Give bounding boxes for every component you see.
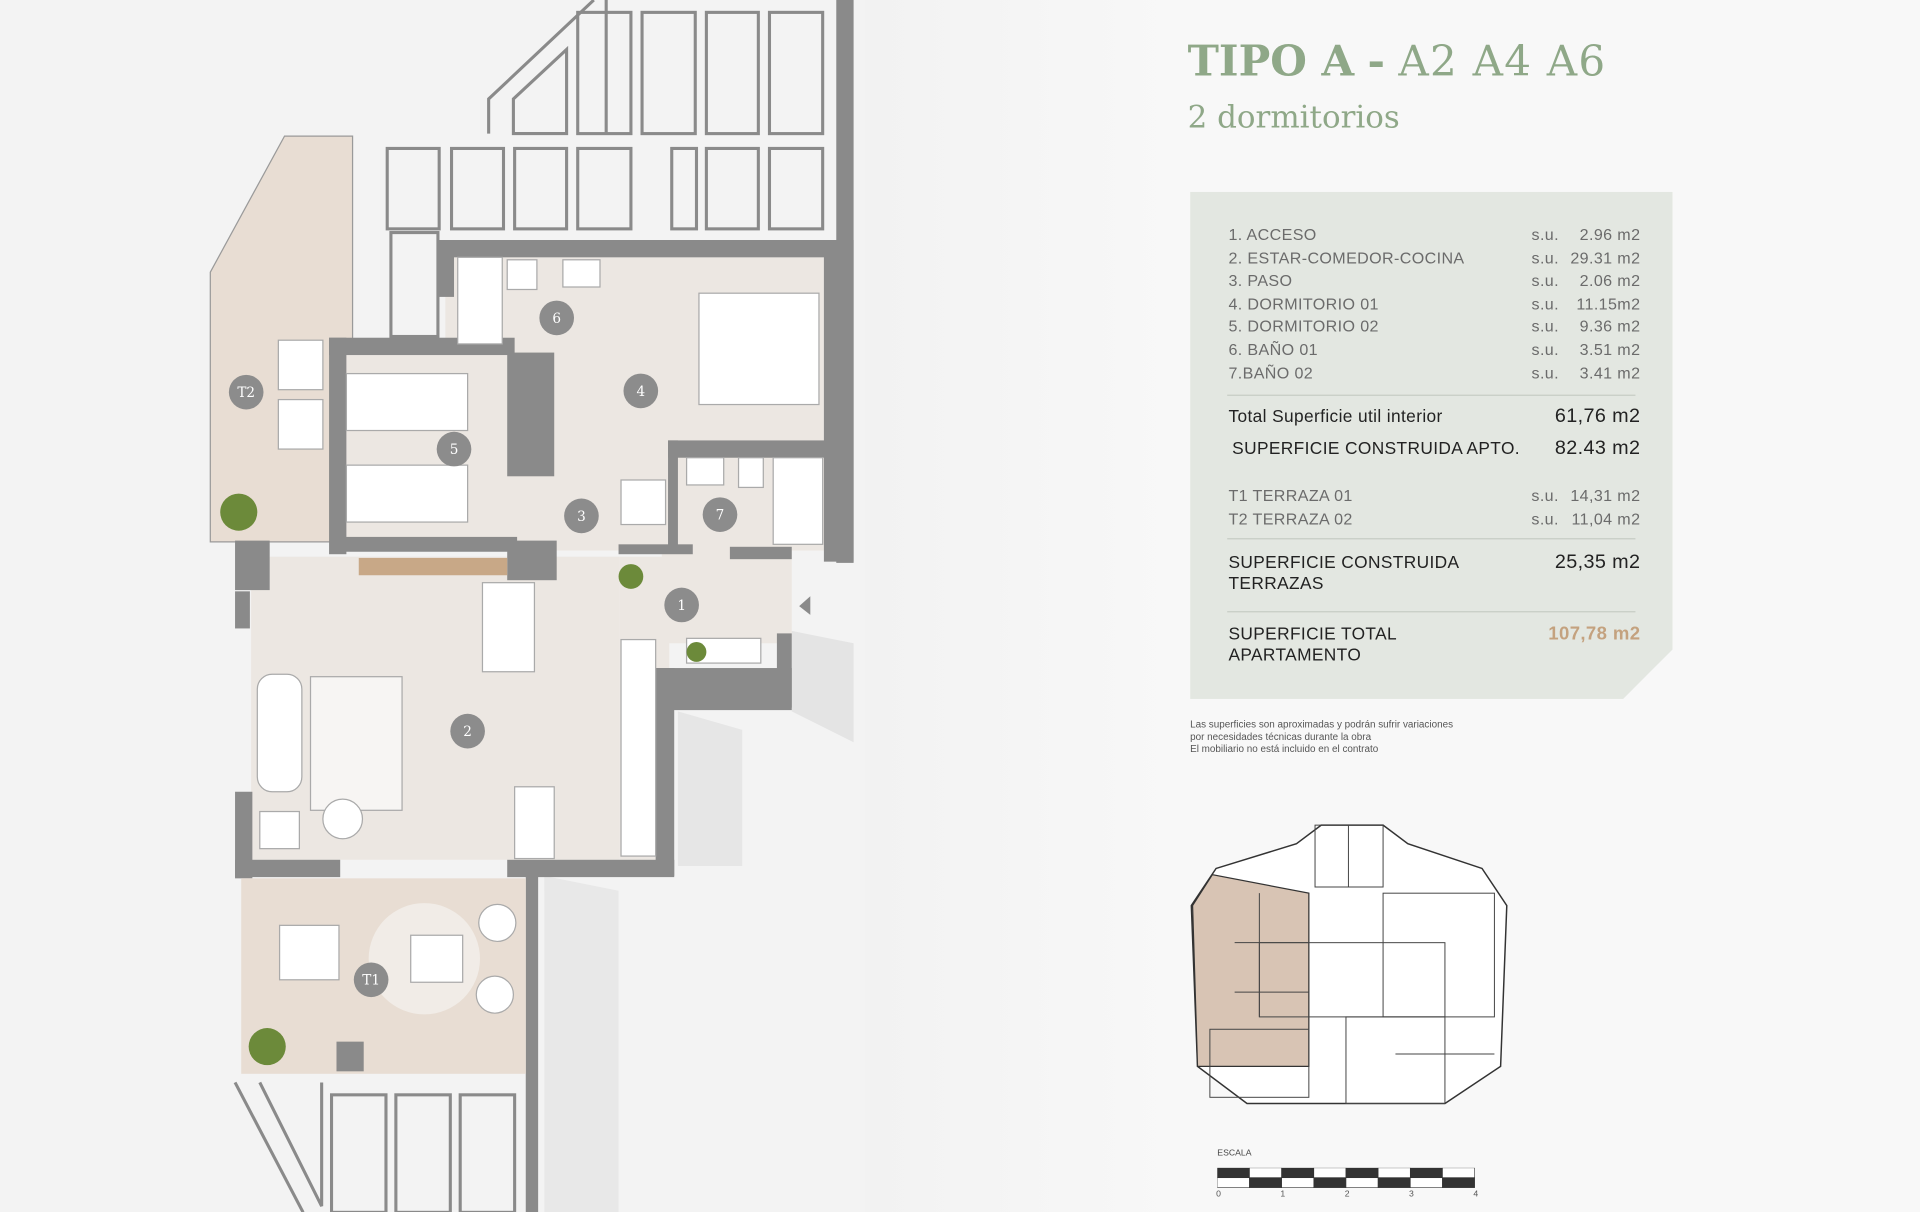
scale-segment (1442, 1167, 1475, 1179)
terrace-label: T2 TERRAZA 02 (1228, 509, 1353, 529)
scale-segment (1313, 1177, 1347, 1188)
scale-segment (1409, 1177, 1443, 1188)
room-marker-label: T2 (237, 385, 255, 401)
room-marker-label: 7 (716, 508, 725, 524)
room-label: 4. DORMITORIO 01 (1228, 294, 1379, 313)
room-marker (664, 587, 699, 623)
scale-segment (1313, 1167, 1347, 1179)
scale-segment (1217, 1177, 1250, 1188)
room-marker (539, 300, 575, 336)
room-area: s.u. 9.36 m2 (1531, 317, 1641, 336)
scale-segment (1281, 1177, 1315, 1188)
room-marker (436, 431, 472, 467)
scale-label: ESCALA (1217, 1149, 1252, 1158)
terrace-area: s.u. 11,04 m2 (1531, 509, 1641, 529)
room-marker (564, 498, 599, 534)
plan-title: TIPO A - A2 A4 A6 (1187, 37, 1607, 87)
scale-bar (1217, 1167, 1475, 1188)
room-label: 1. ACCESO (1228, 225, 1317, 244)
room-marker-label: 6 (552, 311, 561, 327)
room-marker-label: 4 (636, 384, 645, 400)
room-marker (702, 497, 738, 532)
scale-segment (1249, 1177, 1282, 1188)
furniture (256, 256, 824, 1014)
room-area: s.u. 2.06 m2 (1531, 271, 1641, 290)
room-area: s.u. 2.96 m2 (1531, 225, 1641, 244)
scale-segment (1217, 1167, 1250, 1179)
room-area: s.u. 3.41 m2 (1531, 363, 1641, 382)
scale-segment (1377, 1167, 1411, 1179)
room-label: 3. PASO (1228, 271, 1293, 290)
room-area: s.u. 3.51 m2 (1531, 340, 1641, 359)
scale-segment (1345, 1177, 1379, 1188)
room-area: s.u. 11.15m2 (1531, 294, 1641, 313)
scale-segment (1377, 1177, 1411, 1188)
room-marker (450, 713, 485, 749)
scale-segment (1345, 1167, 1379, 1179)
walls (235, 239, 854, 1212)
room-area: s.u. 29.31 m2 (1531, 248, 1641, 267)
scale-segment (1281, 1167, 1315, 1179)
floor-plan: 1 2 3 4 5 6 7T1 T2 (209, 0, 854, 1212)
scale-segment (1249, 1167, 1282, 1179)
scale-tick: 1 (1280, 1190, 1286, 1199)
scale-tick: 2 (1344, 1190, 1350, 1199)
room-marker-label: T1 (362, 973, 380, 989)
key-plan (1190, 824, 1508, 1105)
room-label: 6. BAÑO 01 (1228, 340, 1318, 359)
room-marker-label: 3 (577, 509, 586, 525)
plant-icons (220, 493, 707, 1066)
terrace-label: T1 TERRAZA 01 (1228, 486, 1353, 505)
room-marker-label: 5 (450, 442, 459, 458)
scale-tick: 4 (1473, 1190, 1479, 1199)
surface-table: 1. ACCESO s.u. 2.96 m2 2. ESTAR-COMEDOR-CO… (1190, 191, 1673, 699)
entrance-arrow-icon (799, 596, 811, 615)
room-marker-label: 1 (677, 598, 686, 614)
terrace-area: s.u. 14,31 m2 (1531, 486, 1641, 505)
scale-tick: 3 (1409, 1190, 1414, 1199)
room-marker (228, 374, 264, 410)
room-marker-label: 2 (463, 724, 472, 740)
room-label: 5. DORMITORIO 02 (1228, 317, 1379, 336)
scale-segment (1409, 1167, 1443, 1179)
room-label: 7.BAÑO 02 (1228, 363, 1314, 382)
parking-stalls (385, 0, 825, 339)
room-marker (353, 962, 389, 998)
disclaimer-note: Las superficies son aproximadas y podrán… (1190, 718, 1454, 755)
scale-segment (1442, 1177, 1475, 1188)
room-marker (623, 373, 659, 409)
scale-tick: 0 (1216, 1190, 1221, 1199)
room-label: 2. ESTAR-COMEDOR-COCINA (1228, 248, 1465, 267)
plan-subtitle: 2 dormitorios (1187, 98, 1400, 135)
